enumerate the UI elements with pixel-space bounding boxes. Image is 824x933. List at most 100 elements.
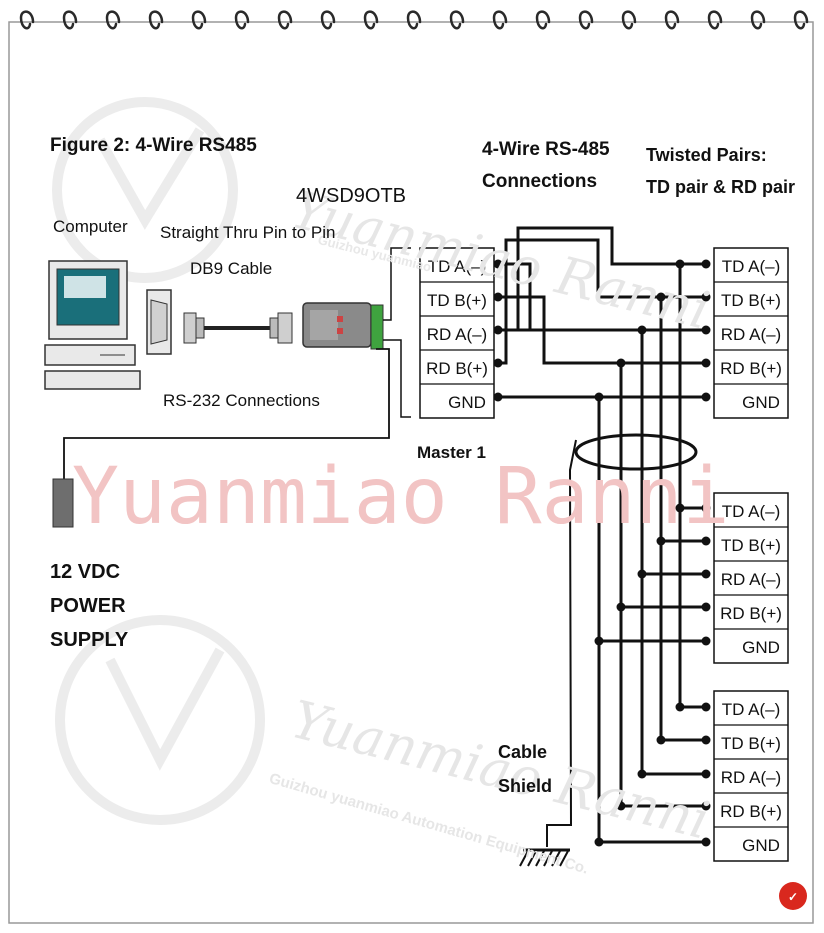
binding-ring <box>750 10 766 30</box>
cable-shield-label-line1: Cable <box>498 742 548 762</box>
binding-ring <box>492 10 508 30</box>
junction-dot <box>701 636 711 646</box>
converter-device-icon <box>302 302 384 350</box>
junction-dot <box>675 259 685 269</box>
terminal-label: RD A(–) <box>721 768 781 787</box>
master-bracket <box>383 247 411 418</box>
junction-dot <box>637 769 647 779</box>
watermark-logo-bottom <box>55 615 265 825</box>
power-label-line3: SUPPLY <box>50 629 129 651</box>
junction-dot <box>701 837 711 847</box>
junction-dot <box>701 259 711 269</box>
svg-text:✓: ✓ <box>788 890 798 904</box>
binding-ring <box>234 10 250 30</box>
junction-dot <box>701 358 711 368</box>
binding-ring <box>535 10 551 30</box>
binding-ring <box>363 10 379 30</box>
twisted-pair-marker <box>574 433 698 471</box>
junction-dot <box>701 602 711 612</box>
terminal-label: RD A(–) <box>721 325 781 344</box>
junction-dot <box>637 325 647 335</box>
junction-dot <box>701 569 711 579</box>
terminal-label: TD A(–) <box>722 700 781 719</box>
rs232-label: RS-232 Connections <box>163 391 320 410</box>
junction-dot <box>493 325 503 335</box>
binding-ring <box>406 10 422 30</box>
terminal-label: TD A(–) <box>722 257 781 276</box>
power-supply-icon <box>52 348 390 528</box>
junction-dot <box>656 292 666 302</box>
junction-dot <box>656 536 666 546</box>
binding-ring <box>707 10 723 30</box>
junction-dot <box>594 837 604 847</box>
binding-ring <box>191 10 207 30</box>
slave1-terminal-block: TD A(–)TD B(+)RD A(–)RD B(+)GND <box>713 247 789 419</box>
terminal-label: RD B(+) <box>720 359 782 378</box>
terminal-label: GND <box>742 836 780 855</box>
terminal-label: TD B(+) <box>427 291 487 310</box>
terminal-label: GND <box>742 638 780 657</box>
terminal-label: GND <box>448 393 486 412</box>
binding-ring <box>449 10 465 30</box>
twisted-pairs-label-line2: TD pair & RD pair <box>646 177 796 197</box>
junction-dot <box>493 392 503 402</box>
junction-dot <box>701 735 711 745</box>
device-model-label: 4WSD9OTB <box>296 185 407 207</box>
corner-badge-icon: ✓ <box>779 882 807 910</box>
terminal-label: TD B(+) <box>721 536 781 555</box>
binding-ring <box>148 10 164 30</box>
cable-shield-label-line2: Shield <box>498 776 553 796</box>
binding-ring <box>578 10 594 30</box>
junction-dot <box>493 358 503 368</box>
junction-dot <box>701 801 711 811</box>
terminal-label: TD A(–) <box>428 257 487 276</box>
db9-port-icon <box>146 289 172 355</box>
master-terminal-block: TD A(–) TD B(+) RD A(–) RD B(+) GND <box>419 247 495 419</box>
watermark-logo-top <box>52 97 238 283</box>
junction-dot <box>594 392 604 402</box>
terminal-label: RD B(+) <box>720 802 782 821</box>
terminal-label: RD B(+) <box>426 359 488 378</box>
terminal-label: RD A(–) <box>721 570 781 589</box>
power-label-line2: POWER <box>50 595 126 617</box>
junction-dot <box>701 769 711 779</box>
binding-ring <box>793 10 809 30</box>
binding-ring <box>19 10 35 30</box>
junction-dot <box>701 325 711 335</box>
binding-ring <box>277 10 293 30</box>
junction-dot <box>675 702 685 712</box>
slave3-terminal-block: TD A(–) TD B(+) RD A(–) RD B(+) GND <box>713 690 789 862</box>
terminal-label: RD A(–) <box>427 325 487 344</box>
junction-dot <box>616 801 626 811</box>
wire-master-rdb <box>494 238 706 365</box>
spiral-binding <box>19 10 809 30</box>
binding-ring <box>664 10 680 30</box>
connections-label-line2: Connections <box>482 171 598 192</box>
junction-dot <box>594 636 604 646</box>
junction-dot <box>701 503 711 513</box>
twisted-pairs-label-line1: Twisted Pairs: <box>646 145 767 165</box>
junction-dot <box>701 536 711 546</box>
slave2-terminal-block: TD A(–)TD B(+)RD A(–)RD B(+)GND <box>713 492 789 664</box>
junction-dot <box>656 735 666 745</box>
junction-dot <box>493 259 503 269</box>
wire-master-rda <box>494 226 706 332</box>
junction-dot <box>701 292 711 302</box>
binding-ring <box>105 10 121 30</box>
junction-dot <box>616 358 626 368</box>
junction-dot <box>493 292 503 302</box>
junction-dot <box>701 392 711 402</box>
junction-dot <box>616 602 626 612</box>
binding-ring <box>62 10 78 30</box>
master-label: Master 1 <box>417 443 486 462</box>
junction-dot <box>675 503 685 513</box>
computer-icon <box>44 260 141 390</box>
terminal-label: RD B(+) <box>720 604 782 623</box>
connections-label-line1: 4-Wire RS-485 <box>482 139 610 160</box>
terminal-label: TD B(+) <box>721 734 781 753</box>
cable-shield-ground <box>519 439 577 867</box>
cable-label-line1: Straight Thru Pin to Pin <box>160 223 336 242</box>
terminal-label: TD B(+) <box>721 291 781 310</box>
cable-label-line2: DB9 Cable <box>190 259 273 278</box>
